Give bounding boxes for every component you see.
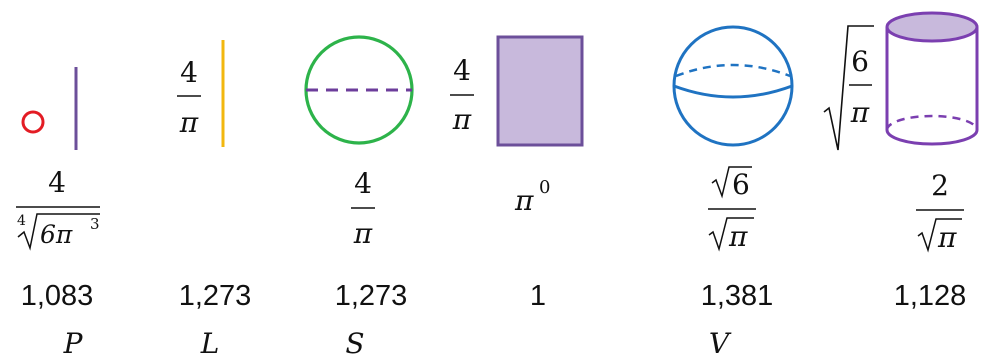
point-value: 1,083 (21, 280, 94, 312)
cylinder-body-icon (885, 27, 979, 146)
point-formula-exponent: 3 (90, 215, 100, 233)
point-formula: 4 4 6π 3 (16, 166, 100, 251)
cylinder-formula: 2 π (916, 169, 964, 254)
rectangle-formula-base: π (514, 184, 534, 217)
cylinder-top-radicand-numerator: 6 (851, 45, 869, 78)
sphere-shape-icon (672, 25, 794, 147)
cylinder-formula-numerator: 2 (931, 169, 949, 202)
sphere-equator-back-dashed-icon (675, 63, 791, 78)
circle-letter: S (345, 327, 364, 360)
rectangle-top-formula: 4 π (450, 54, 474, 136)
cylinder-top-face-icon (885, 11, 979, 43)
cylinder-formula-den-radicand: π (937, 221, 957, 254)
column-rectangle: 4 π π 0 1 (450, 35, 584, 312)
rectangle-formula: π 0 (514, 177, 550, 217)
point-circle-icon (21, 110, 45, 134)
column-line: 4 π 1,273 L (177, 40, 251, 360)
sphere-formula: 6 π (708, 166, 756, 253)
point-letter: P (63, 327, 84, 360)
sphere-formula-num-radicand: 6 (732, 168, 750, 201)
sphere-formula-den-radicand: π (728, 220, 748, 253)
point-formula-numerator: 4 (48, 166, 66, 199)
sphere-value: 1,381 (701, 280, 774, 312)
column-circle: 4 π 1,273 S (304, 35, 414, 360)
sphere-letter: V (709, 327, 732, 360)
point-formula-radical-sign (17, 213, 100, 251)
rectangle-top-denominator: π (452, 103, 472, 136)
circle-formula-denominator: π (353, 217, 373, 250)
line-top-denominator: π (179, 106, 199, 139)
rectangle-value: 1 (530, 280, 546, 312)
cylinder-value: 1,128 (894, 280, 967, 312)
line-top-formula: 4 π (177, 56, 201, 139)
cylinder-base-back-dashed-icon (885, 114, 979, 131)
column-sphere: 6 π 1,381 V (672, 25, 794, 360)
rectangle-top-numerator: 4 (453, 54, 471, 87)
line-top-numerator: 4 (180, 56, 198, 89)
cylinder-top-radicand-denominator: π (850, 96, 870, 129)
circle-formula: 4 π (351, 167, 375, 250)
cylinder-top-radical-sign (823, 25, 874, 151)
circle-formula-numerator: 4 (354, 167, 372, 200)
sphere-formula-num-radical-sign (711, 166, 752, 199)
sphere-formula-den-radical-sign (708, 217, 754, 252)
rectangle-shape-icon (496, 35, 584, 147)
column-cylinder: 6 π 2 π 1,128 (823, 11, 979, 312)
sphere-equator-front-icon (673, 84, 793, 99)
cylinder-formula-den-radical-sign (917, 218, 962, 253)
line-value: 1,273 (179, 280, 252, 312)
column-point: 4 4 6π 3 1,083 P (16, 67, 100, 360)
rectangle-formula-exponent: 0 (539, 177, 550, 198)
line-letter: L (200, 327, 220, 360)
cylinder-top-formula: 6 π (823, 25, 874, 151)
point-formula-root-index: 4 (17, 213, 26, 229)
point-formula-radicand: 6π (40, 220, 73, 249)
circle-value: 1,273 (335, 280, 408, 312)
